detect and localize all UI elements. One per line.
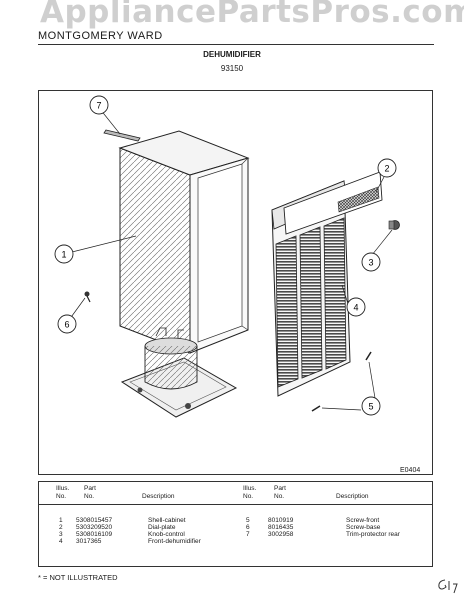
table-row-description: Shell-cabinet bbox=[148, 517, 186, 524]
table-row-description: Knob-control bbox=[148, 531, 185, 538]
callout-6: 6 bbox=[57, 314, 77, 334]
table-row-part: 5308016109 bbox=[76, 531, 113, 538]
table-row-part: 3017365 bbox=[76, 538, 102, 545]
table-row: 4 bbox=[59, 538, 63, 545]
diagram-frame bbox=[38, 90, 433, 475]
svg-text:1: 1 bbox=[61, 250, 66, 260]
header-part-left: Part No. bbox=[84, 485, 96, 500]
header-illus-left: Illus. No. bbox=[56, 485, 70, 500]
svg-text:6: 6 bbox=[64, 320, 69, 330]
table-row-description: Trim-protector rear bbox=[346, 531, 400, 538]
handwritten-mark-icon bbox=[438, 579, 458, 594]
table-row-part: 5308015457 bbox=[76, 517, 113, 524]
table-row: 3 bbox=[59, 531, 63, 538]
header-description-right: Description bbox=[336, 493, 369, 500]
table-row-description: Screw-base bbox=[346, 524, 381, 531]
svg-text:5: 5 bbox=[368, 402, 373, 412]
trim-protector-part bbox=[103, 129, 141, 142]
table-row-part: 8010919 bbox=[268, 517, 294, 524]
table-header-divider bbox=[38, 504, 433, 505]
diagram-code: E0404 bbox=[400, 467, 421, 474]
svg-text:4: 4 bbox=[353, 303, 358, 313]
knob-control-part bbox=[388, 220, 400, 230]
document-title: DEHUMIDIFIER bbox=[203, 50, 261, 59]
callout-4: 4 bbox=[346, 297, 366, 317]
brand-name: MONTGOMERY WARD bbox=[38, 30, 163, 42]
dial-plate-part bbox=[283, 171, 383, 235]
table-row-description: Dial-plate bbox=[148, 524, 176, 531]
table-row-part: 8016435 bbox=[268, 524, 294, 531]
screw-base-part bbox=[84, 291, 91, 303]
compressor-base-part bbox=[120, 327, 238, 418]
table-row-description: Front-dehumidifier bbox=[148, 538, 201, 545]
header-part-right: Part No. bbox=[274, 485, 286, 500]
parts-table bbox=[38, 481, 433, 567]
table-row: 1 bbox=[59, 517, 63, 524]
shell-cabinet-part bbox=[118, 130, 250, 354]
table-row-description: Screw-front bbox=[346, 517, 380, 524]
watermark-text: AppliancePartsPros.com bbox=[40, 0, 464, 30]
screw-front-part bbox=[311, 351, 372, 412]
table-row-part: 5303209520 bbox=[76, 524, 113, 531]
table-row: 2 bbox=[59, 524, 63, 531]
footnote: * = NOT ILLUSTRATED bbox=[38, 573, 118, 582]
model-number: 93150 bbox=[220, 64, 244, 73]
callout-1: 1 bbox=[54, 244, 74, 264]
table-row: 6 bbox=[246, 524, 250, 531]
header-divider bbox=[38, 44, 434, 45]
exploded-parts-diagram: 7 1 2 3 4 5 6 bbox=[54, 95, 400, 418]
table-row-part: 3002958 bbox=[268, 531, 294, 538]
header-illus-right: Illus. No. bbox=[243, 485, 257, 500]
callout-5: 5 bbox=[361, 396, 381, 416]
callout-7: 7 bbox=[89, 95, 109, 115]
svg-text:3: 3 bbox=[368, 258, 373, 268]
table-row: 5 bbox=[246, 517, 250, 524]
header-description-left: Description bbox=[142, 493, 175, 500]
svg-text:7: 7 bbox=[96, 101, 101, 111]
callout-2: 2 bbox=[377, 158, 397, 178]
svg-text:2: 2 bbox=[384, 164, 389, 174]
callout-3: 3 bbox=[361, 252, 381, 272]
table-row: 7 bbox=[246, 531, 250, 538]
